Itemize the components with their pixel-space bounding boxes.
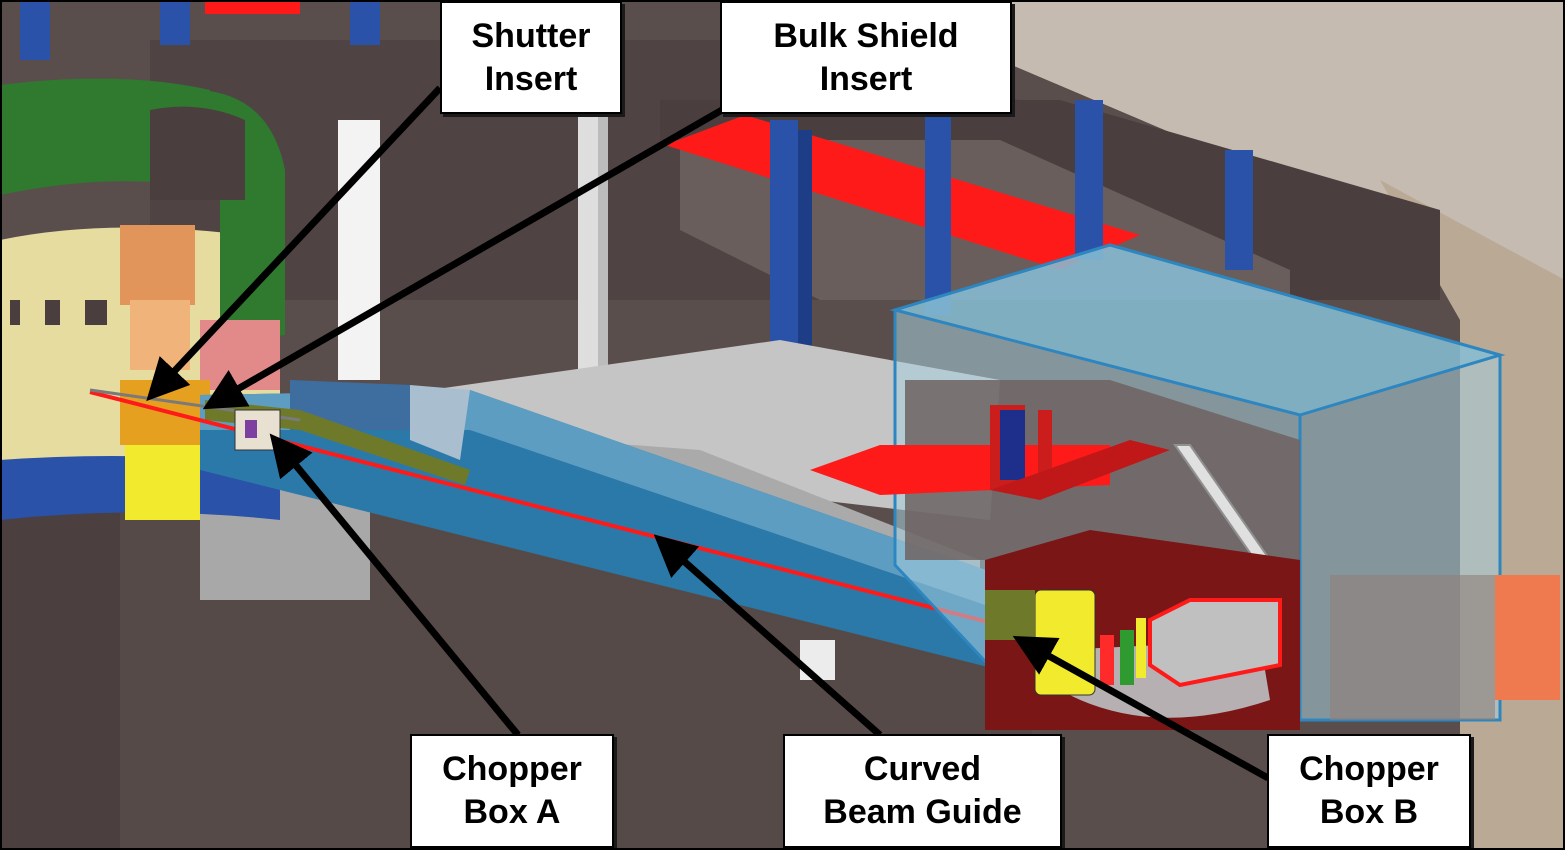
blue-column [925, 115, 951, 315]
monolith-port [85, 300, 107, 325]
blue-column [770, 120, 798, 370]
blue-door [1000, 410, 1025, 480]
label-chopper-box-b: Chopper Box B [1267, 734, 1471, 848]
monolith-port [10, 300, 20, 325]
overhead-red-beam-top [205, 0, 300, 14]
side-room [1330, 575, 1495, 720]
arrow-shutter-insert [146, 85, 443, 402]
arrow-bulk-shield-insert [202, 106, 724, 410]
label-line: Chopper [1299, 750, 1439, 788]
arrow-chopper-box-a [269, 433, 521, 738]
red-mezzanine [990, 440, 1170, 500]
arrow-curved-beam-guide [653, 534, 883, 738]
guide-cone [410, 385, 470, 460]
label-line: Bulk Shield [773, 16, 959, 55]
label-line: Chopper [442, 750, 582, 788]
guide-shield-block [290, 380, 420, 430]
label-chopper-box-a: Chopper Box A [410, 734, 614, 848]
arrow-chopper-box-b [1012, 635, 1270, 782]
blue-column [1075, 100, 1103, 260]
monolith-port [45, 300, 60, 325]
blue-column-side [798, 130, 812, 370]
white-block [800, 640, 835, 680]
blue-column [160, 0, 190, 45]
label-line: Insert [484, 59, 578, 98]
white-column-side [598, 110, 608, 430]
shutter-insert-orange [120, 225, 195, 305]
blue-column [350, 0, 380, 45]
label-line: Box B [1319, 793, 1419, 831]
enclosure-roof [889, 243, 1506, 417]
chopper-box-a-shape [234, 409, 281, 451]
detector-tank [1148, 598, 1282, 688]
label-shutter-insert: Shutter Insert [440, 1, 622, 114]
label-line: Insert [819, 59, 913, 98]
shutter-yellow-block [125, 440, 200, 520]
label-bulk-shield-insert: Bulk Shield Insert [720, 1, 1012, 114]
equipment-yellow [1136, 618, 1146, 678]
person-figure [1100, 635, 1114, 685]
label-line: Shutter [471, 16, 591, 55]
label-curved-beam-guide: Curved Beam Guide [783, 734, 1062, 848]
label-line: Curved [863, 750, 982, 788]
label-line: Beam Guide [823, 793, 1022, 831]
equipment-green [1120, 630, 1134, 685]
orange-hutch [1495, 575, 1560, 700]
chopper-b-shield [985, 590, 1035, 640]
red-door-edge [1038, 410, 1052, 480]
label-line: Box A [463, 793, 561, 831]
chopper-disk [245, 420, 257, 438]
foreground-wall-left [0, 470, 120, 850]
blue-column [1225, 150, 1253, 270]
blue-column [20, 0, 50, 60]
monolith-cutout [150, 106, 245, 200]
